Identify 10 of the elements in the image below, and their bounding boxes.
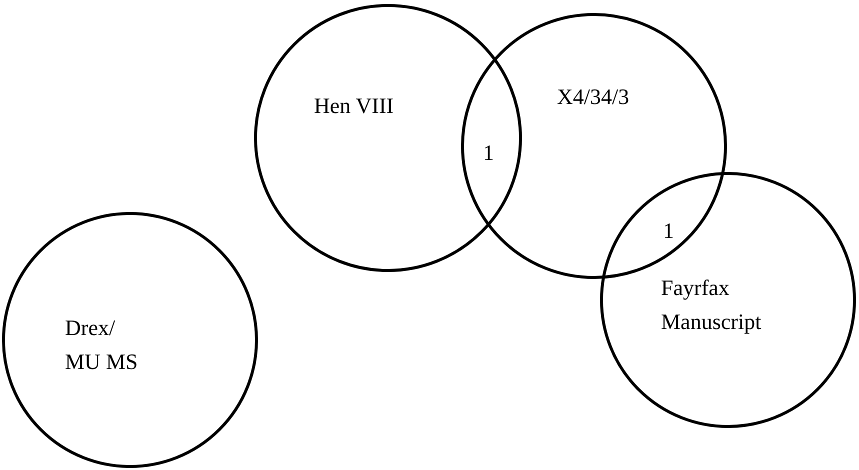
set-circle xyxy=(2,212,258,468)
overlap-count: 1 xyxy=(483,140,494,166)
set-circle xyxy=(600,172,856,428)
set-circle xyxy=(461,13,727,279)
set-label: Hen VIII xyxy=(314,92,395,120)
set-label: Fayrfax Manuscript xyxy=(661,274,762,336)
set-circle xyxy=(254,4,522,272)
set-label: Drex/ MU MS xyxy=(65,314,139,376)
overlap-count: 1 xyxy=(663,218,674,244)
set-label: X4/34/3 xyxy=(557,83,630,111)
